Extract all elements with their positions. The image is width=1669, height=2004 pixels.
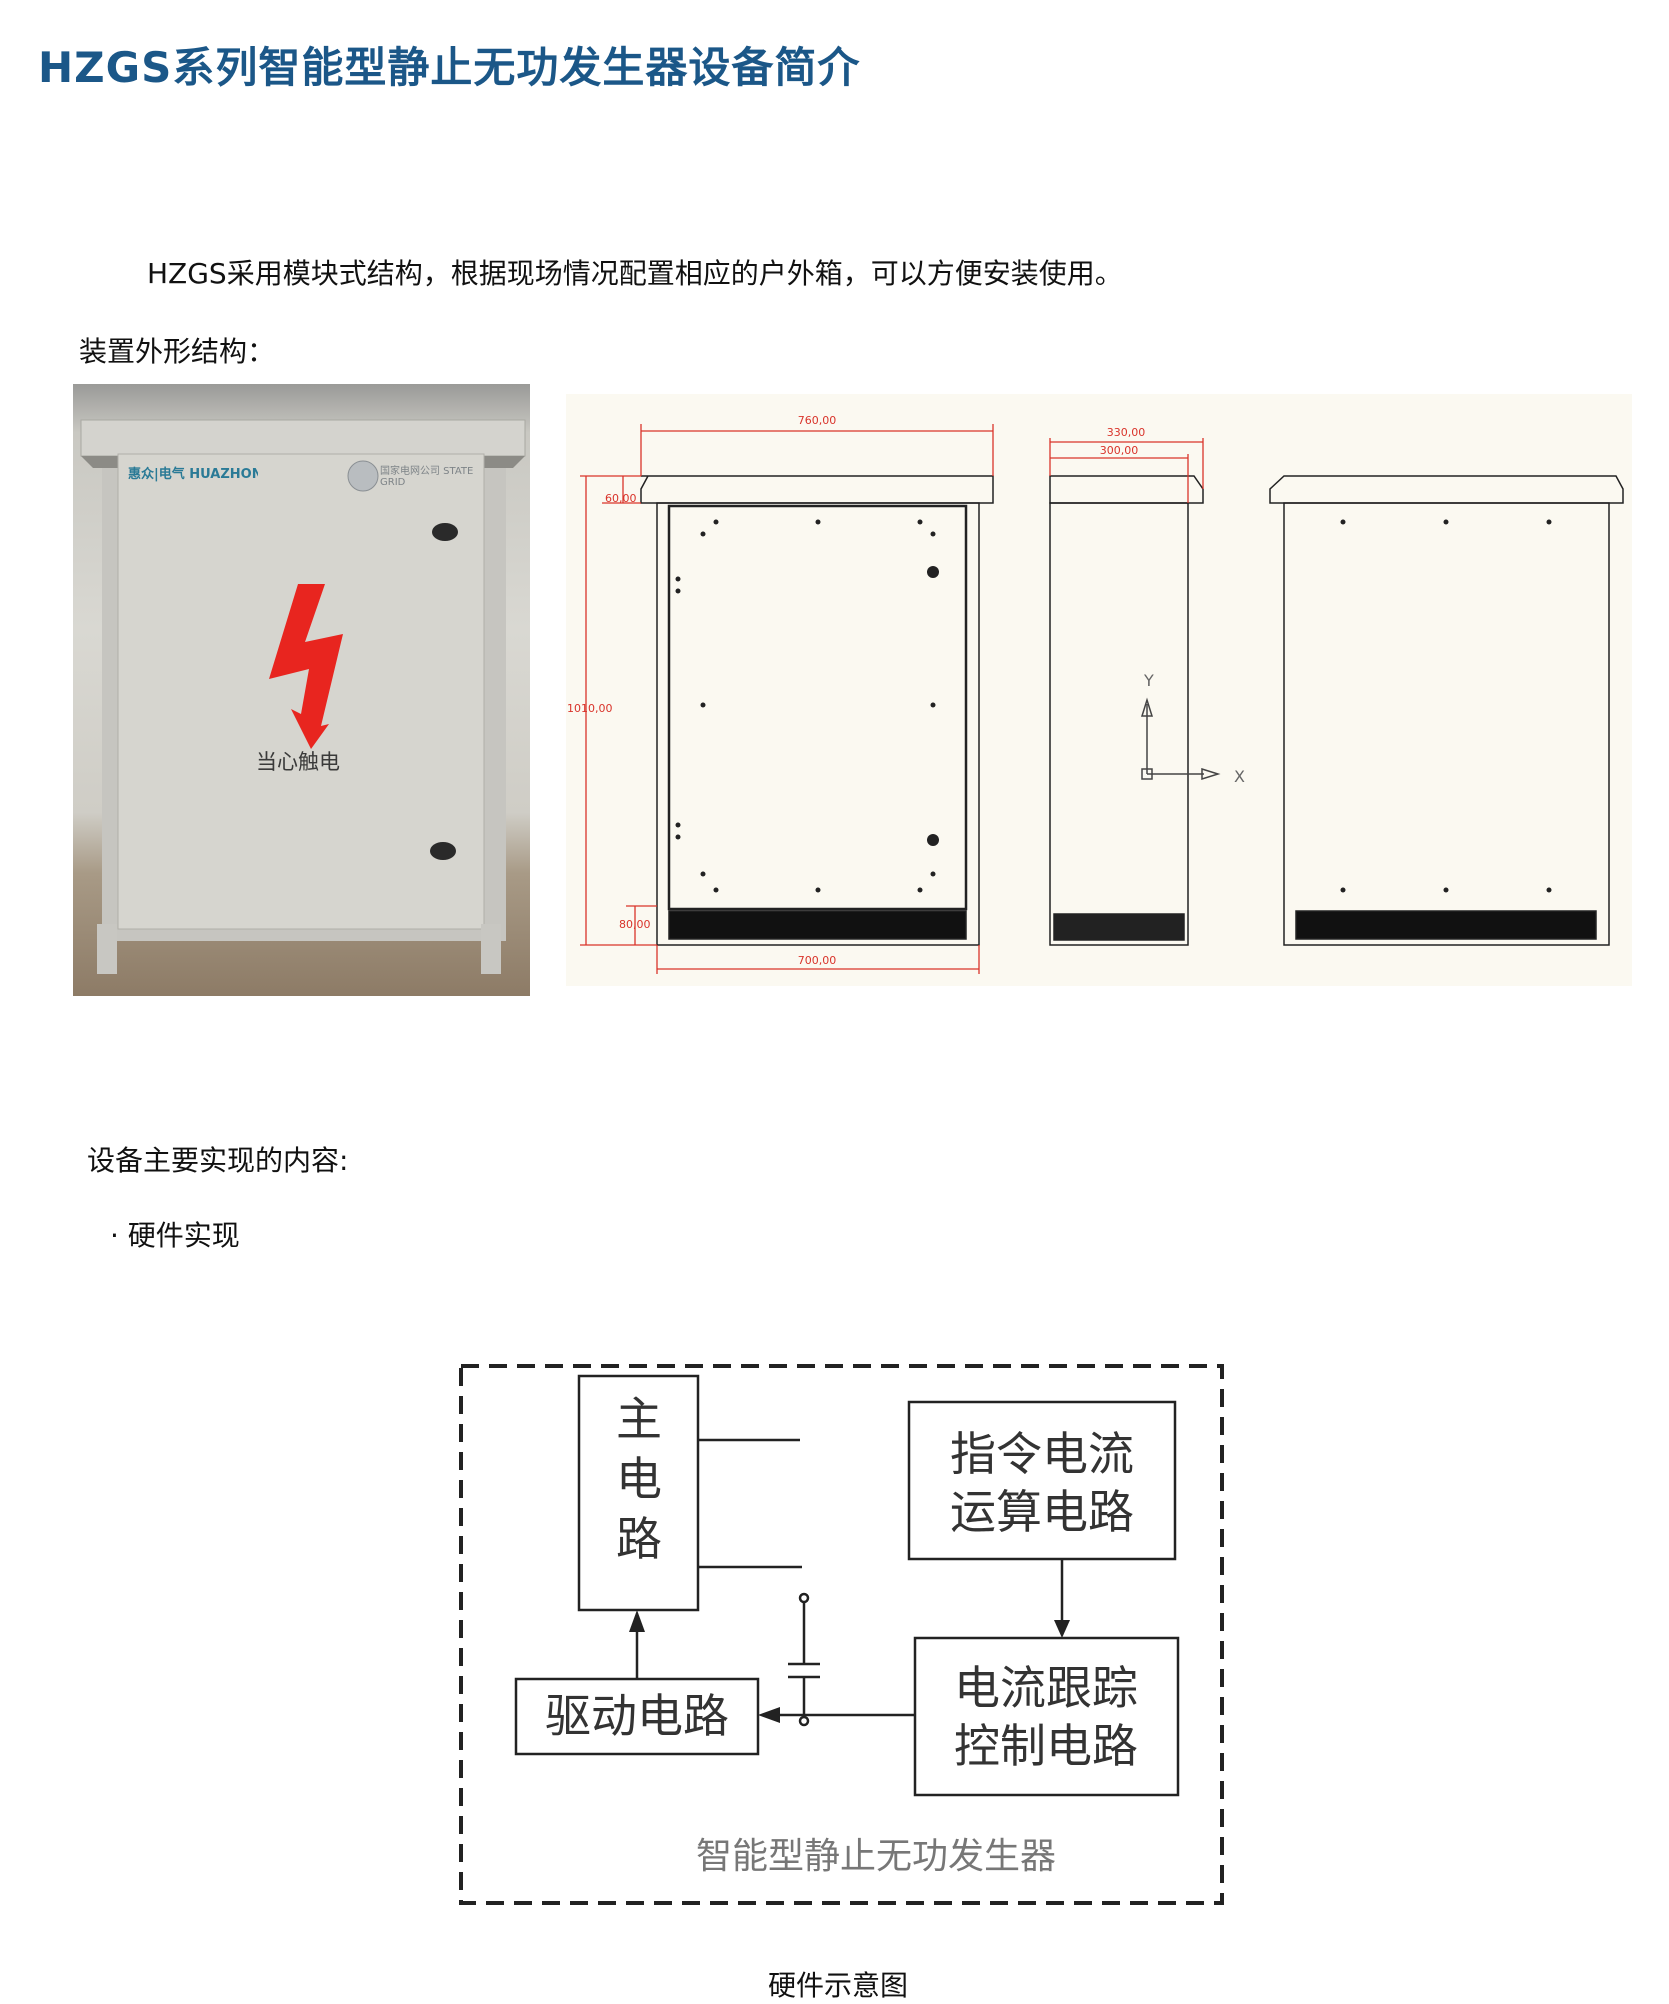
side-view: [1049, 475, 1204, 946]
dimension-lines: [580, 424, 1204, 974]
back-view: [1269, 475, 1624, 946]
cabinet-roof: [80, 419, 526, 457]
bullet-hardware: · 硬件实现: [110, 1219, 240, 1252]
main-circuit-label: 路: [616, 1512, 662, 1566]
main-circuit-label: 主: [616, 1392, 662, 1446]
axis-y-label: Y: [1143, 671, 1154, 690]
shape-heading: 装置外形结构：: [79, 335, 276, 368]
state-grid-logo: 国家电网公司 STATE GRID: [380, 466, 474, 488]
content-heading: 设备主要实现的内容:: [87, 1144, 349, 1177]
axis-indicator: [1140, 697, 1221, 781]
dim-depth-body: 300,00: [1100, 444, 1139, 457]
cabinet-door: [117, 453, 485, 930]
enclosure-dashed-box: [459, 1364, 1224, 1905]
command-current-box: [907, 1400, 1177, 1561]
tracking-control-box: [913, 1636, 1180, 1797]
dim-depth-roof: 330,00: [1107, 426, 1146, 439]
command-current-label: 运算电路: [950, 1485, 1134, 1539]
state-grid-logo-icon: [347, 460, 379, 492]
drive-circuit-label: 驱动电路: [545, 1689, 729, 1743]
warning-text: 当心触电: [256, 750, 340, 774]
lock-icon: [432, 523, 458, 541]
lock-icon: [430, 842, 456, 860]
hardware-block-diagram: 主 电 路 指令电流 运算电路 电流跟踪 控制电路 驱动电路 智能型静止无功发生…: [440, 1340, 1240, 1940]
brand-logo: 惠众|电气 HUAZHONG Electric: [128, 467, 258, 482]
dim-width-top: 760,00: [798, 414, 837, 427]
tracking-control-label: 电流跟踪: [954, 1661, 1138, 1715]
cabinet-photo: 惠众|电气 HUAZHONG Electric 国家电网公司 STATE GRI…: [73, 384, 530, 996]
dim-height: 1010,00: [567, 702, 613, 715]
technical-drawing: Y X 760,00 60,00 1010,00 80,00 700,00: [566, 394, 1632, 986]
enclosure-label: 智能型静止无功发生器: [696, 1836, 1056, 1877]
command-current-label: 指令电流: [950, 1427, 1134, 1481]
dim-width-bottom: 700,00: [798, 954, 837, 967]
axis-x-label: X: [1234, 767, 1245, 786]
dim-base-height: 80,00: [619, 918, 651, 931]
lightning-bolt-icon: [269, 584, 343, 749]
front-view-bolts: [675, 519, 939, 893]
diagram-caption: 硬件示意图: [768, 1969, 909, 2002]
front-view: [640, 475, 994, 946]
main-circuit-box: [577, 1374, 700, 1612]
back-view-bolts: [1340, 519, 1552, 893]
intro-paragraph: HZGS采用模块式结构，根据现场情况配置相应的户外箱，可以方便安装使用。: [147, 257, 1123, 290]
main-circuit-label: 电: [616, 1452, 662, 1506]
page-title: HZGS系列智能型静止无功发生器设备简介: [38, 43, 861, 92]
dim-roof-height: 60,00: [605, 492, 637, 505]
tracking-control-label: 控制电路: [954, 1719, 1138, 1773]
